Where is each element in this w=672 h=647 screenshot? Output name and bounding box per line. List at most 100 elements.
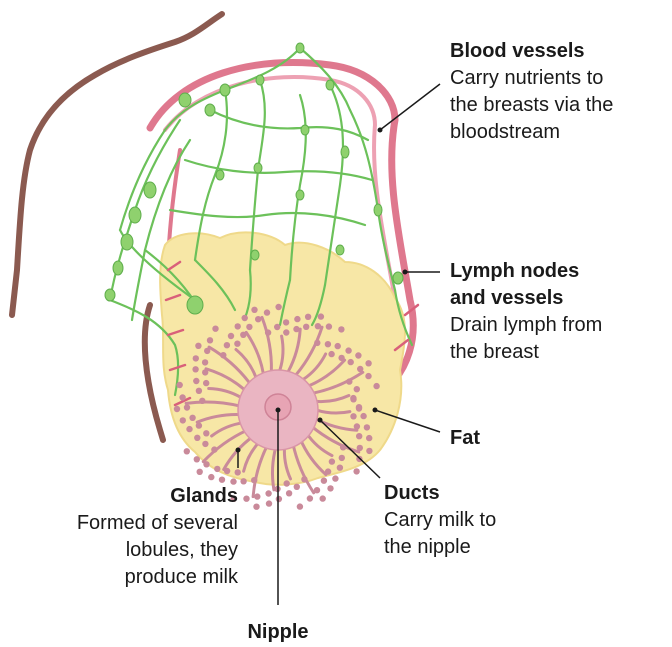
lobule [265, 490, 271, 496]
lobule [196, 388, 202, 394]
leader-blood-vessels [380, 84, 440, 130]
lobule [193, 378, 199, 384]
lobule [203, 380, 209, 386]
lobule [219, 477, 225, 483]
lobule [246, 324, 252, 330]
lobule [297, 503, 303, 509]
lobule [318, 313, 324, 319]
lobule [192, 366, 198, 372]
lobule [253, 504, 259, 510]
lobule [283, 319, 289, 325]
lobule [194, 435, 200, 441]
lobule [356, 405, 362, 411]
lobule [338, 326, 344, 332]
lobule [251, 477, 257, 483]
label-fat: Fat [450, 425, 480, 452]
lobule [203, 430, 209, 436]
lobule [356, 433, 362, 439]
lobule [254, 493, 260, 499]
lobule [305, 314, 311, 320]
lobule [355, 352, 361, 358]
lobule [328, 351, 334, 357]
lobule [235, 469, 241, 475]
lobule [283, 329, 289, 335]
lobule [197, 469, 203, 475]
lobule [235, 323, 241, 329]
label-nipple: Nipple [218, 619, 338, 646]
label-ducts: Ducts Carry milk to the nipple [384, 480, 584, 561]
lobule [321, 478, 327, 484]
lobule [240, 478, 246, 484]
lobule [346, 378, 352, 384]
lobule [294, 484, 300, 490]
lobule [214, 466, 220, 472]
lobule [360, 413, 366, 419]
lobule [307, 495, 313, 501]
lobule [354, 386, 360, 392]
lobule [251, 307, 257, 313]
lobule [265, 329, 271, 335]
lobule [199, 398, 205, 404]
lobule [329, 458, 335, 464]
label-blood-vessels: Blood vessels Carry nutrients to the bre… [450, 38, 670, 146]
lobule [242, 315, 248, 321]
lobule [364, 424, 370, 430]
lobule [345, 347, 351, 353]
lobule [325, 341, 331, 347]
blood-vessels-title: Blood vessels [450, 38, 670, 65]
lobule [211, 446, 217, 452]
lobule [335, 343, 341, 349]
lymph-title: Lymph nodes and vessels [450, 258, 670, 312]
lobule [348, 359, 354, 365]
lobule [326, 323, 332, 329]
lobule [228, 333, 234, 339]
lobule [337, 465, 343, 471]
lobule [350, 413, 356, 419]
lobule [366, 435, 372, 441]
lobule [365, 360, 371, 366]
lobule [234, 341, 240, 347]
ducts-desc: Carry milk to the nipple [384, 507, 584, 561]
label-glands: Glands Formed of several lobules, they p… [20, 483, 238, 591]
lobule [189, 415, 195, 421]
lobule [303, 324, 309, 330]
fat-title: Fat [450, 425, 480, 452]
lobule [275, 304, 281, 310]
lobule [177, 382, 183, 388]
lobule [294, 316, 300, 322]
lobule [194, 456, 200, 462]
lobule [195, 343, 201, 349]
lobule [276, 496, 282, 502]
lobule [353, 468, 359, 474]
lobule [224, 342, 230, 348]
lobule [339, 455, 345, 461]
lobule [301, 476, 307, 482]
lymph-desc: Drain lymph from the breast [450, 312, 670, 366]
lobule [332, 475, 338, 481]
lobule [202, 441, 208, 447]
lobule [365, 373, 371, 379]
lobule [327, 485, 333, 491]
lobule [220, 352, 226, 358]
label-lymph: Lymph nodes and vessels Drain lymph from… [450, 258, 670, 366]
lobule [320, 495, 326, 501]
nipple-title: Nipple [218, 619, 338, 646]
lobule [264, 309, 270, 315]
blood-vessels-desc: Carry nutrients to the breasts via the b… [450, 65, 670, 146]
lobule [207, 337, 213, 343]
lobule [284, 480, 290, 486]
lobule [208, 474, 214, 480]
lobule [174, 406, 180, 412]
lobule [314, 340, 320, 346]
lobule [212, 326, 218, 332]
ducts-title: Ducts [384, 480, 584, 507]
lobule [266, 500, 272, 506]
lobule [179, 394, 185, 400]
lobule [180, 417, 186, 423]
glands-title: Glands [20, 483, 238, 510]
lobule [274, 324, 280, 330]
lobule [202, 359, 208, 365]
glands-desc: Formed of several lobules, they produce … [20, 510, 238, 591]
arm-outline [145, 305, 163, 440]
lobule [255, 316, 261, 322]
